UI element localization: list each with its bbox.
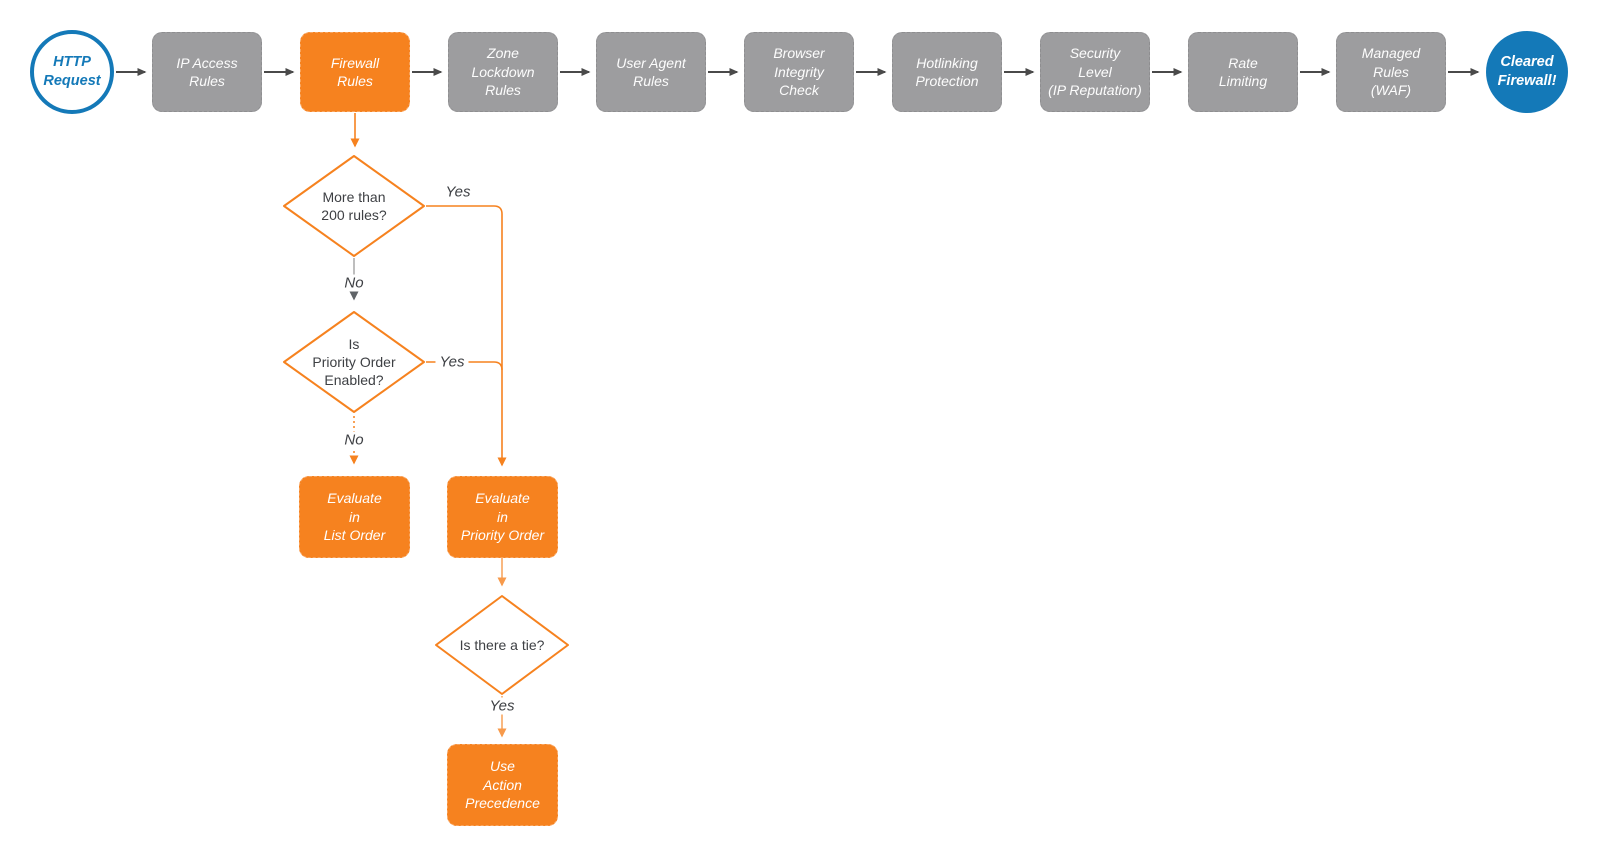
node-label: Use Action Precedence bbox=[465, 758, 540, 812]
node-zone-lockdown-rules: Zone Lockdown Rules bbox=[448, 32, 558, 112]
diamond-outline bbox=[283, 311, 425, 413]
edge-label-priority-no: No bbox=[340, 431, 368, 449]
node-rate-limiting: Rate Limiting bbox=[1188, 32, 1298, 112]
decision-more-than-200-rules: More than 200 rules? bbox=[282, 154, 426, 258]
decision-is-there-a-tie: Is there a tie? bbox=[434, 594, 570, 696]
node-label: Cleared Firewall! bbox=[1497, 54, 1557, 89]
node-label: Hotlinking Protection bbox=[915, 54, 979, 89]
decision-label: Is Priority Order Enabled? bbox=[312, 335, 396, 389]
diamond-shape-svg bbox=[283, 155, 425, 257]
node-label: Evaluate in Priority Order bbox=[460, 490, 545, 544]
node-ip-access-rules: IP Access Rules bbox=[152, 32, 262, 112]
node-label: User Agent Rules bbox=[616, 54, 686, 89]
node-user-agent-rules: User Agent Rules bbox=[596, 32, 706, 112]
node-label: Rate Limiting bbox=[1218, 54, 1268, 89]
node-label: Managed Rules (WAF) bbox=[1361, 45, 1421, 99]
decision-priority-order-enabled: Is Priority Order Enabled? bbox=[282, 310, 426, 414]
node-label: Zone Lockdown Rules bbox=[471, 45, 535, 99]
node-label: IP Access Rules bbox=[176, 54, 238, 89]
diamond-outline bbox=[283, 155, 425, 257]
node-browser-integrity-check: Browser Integrity Check bbox=[744, 32, 854, 112]
edge-label-tie-yes: Yes bbox=[485, 697, 519, 715]
edge-label-priority-yes: Yes bbox=[435, 353, 469, 371]
node-label: HTTP Request bbox=[43, 54, 101, 89]
node-use-action-precedence: Use Action Precedence bbox=[447, 744, 558, 826]
edge-label-rule-count-no: No bbox=[340, 274, 368, 292]
node-cleared-firewall: Cleared Firewall! bbox=[1486, 31, 1568, 113]
diamond-shape-svg bbox=[283, 311, 425, 413]
decision-label: Is there a tie? bbox=[459, 636, 545, 653]
node-label: Evaluate in List Order bbox=[323, 490, 386, 544]
node-evaluate-in-list-order: Evaluate in List Order bbox=[299, 476, 410, 558]
arrow-rule-count-yes-to-priority-evaluate bbox=[426, 205, 507, 467]
edge-label-rule-count-yes: Yes bbox=[445, 183, 471, 201]
node-label: Browser Integrity Check bbox=[773, 45, 825, 99]
node-security-level: Security Level (IP Reputation) bbox=[1040, 32, 1150, 112]
node-managed-rules-waf: Managed Rules (WAF) bbox=[1336, 32, 1446, 112]
node-hotlinking-protection: Hotlinking Protection bbox=[892, 32, 1002, 112]
line-priority-yes-merge bbox=[426, 361, 503, 371]
decision-label: More than 200 rules? bbox=[321, 188, 387, 223]
node-label: Firewall Rules bbox=[330, 54, 380, 89]
node-evaluate-in-priority-order: Evaluate in Priority Order bbox=[447, 476, 558, 558]
node-label: Security Level (IP Reputation) bbox=[1048, 45, 1142, 99]
node-firewall-rules: Firewall Rules bbox=[300, 32, 410, 112]
diamond-outline bbox=[435, 595, 569, 695]
node-http-request: HTTP Request bbox=[30, 30, 114, 114]
diamond-shape-svg bbox=[435, 595, 569, 695]
